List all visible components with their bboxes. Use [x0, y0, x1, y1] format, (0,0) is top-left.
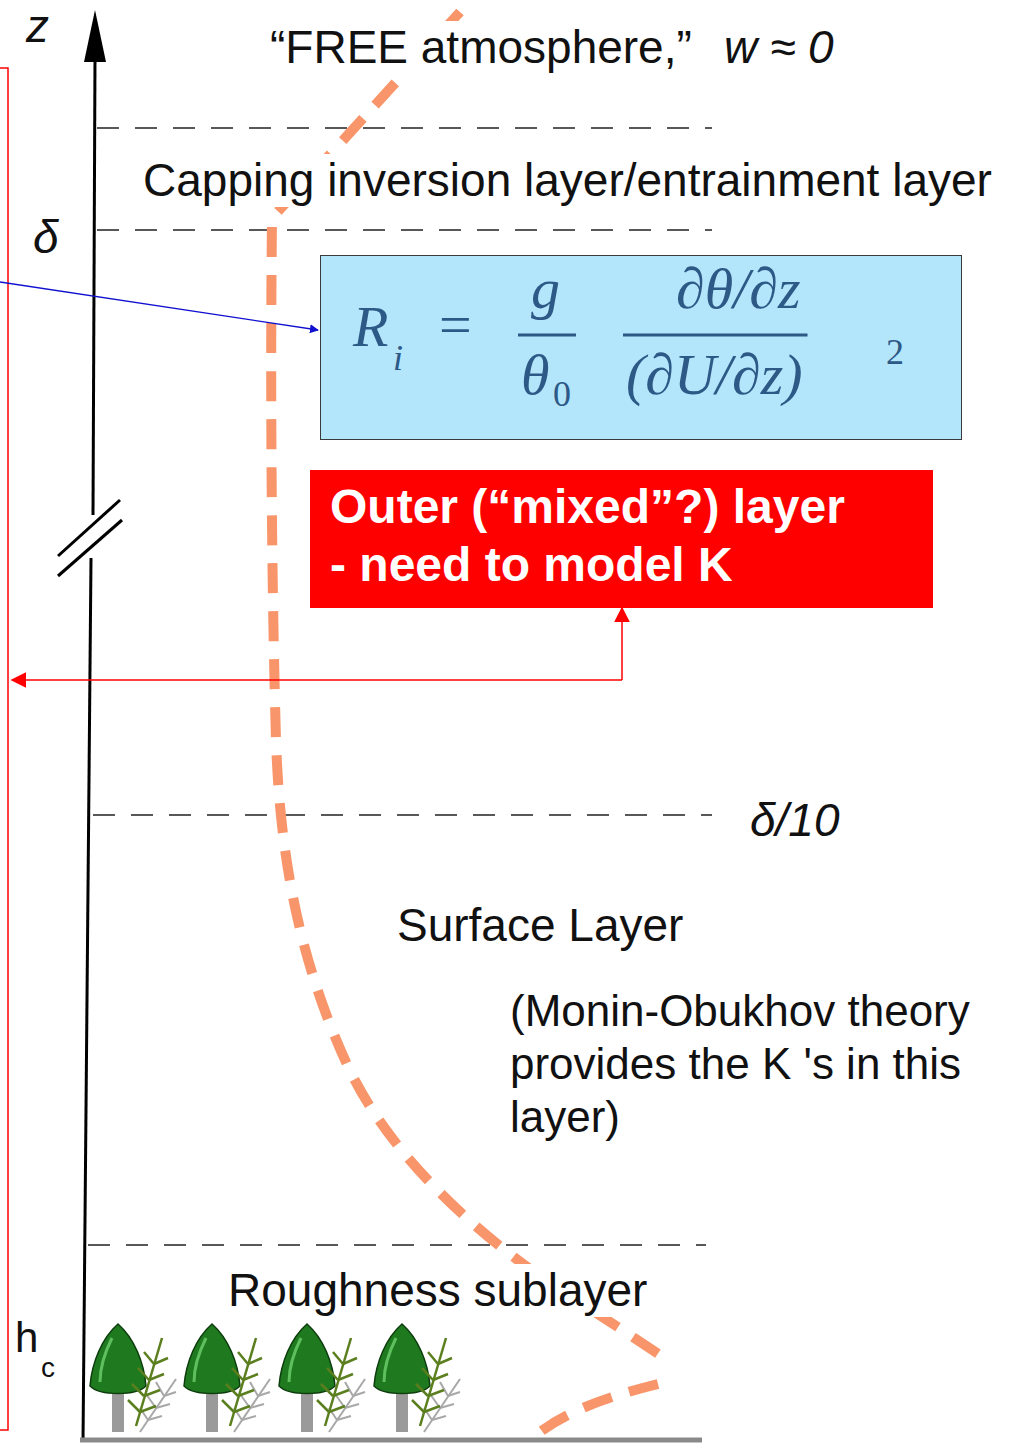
profile-curve	[271, 12, 660, 1442]
ground-line	[80, 1438, 702, 1443]
outer-layer-bracket	[0, 68, 8, 1430]
formula-exponent: 2	[886, 334, 904, 370]
formula-symbol: R	[353, 298, 388, 356]
theory-note: (Monin-Obukhov theory provides the K 's …	[510, 984, 1015, 1143]
layer-name: Roughness sublayer	[228, 1264, 647, 1317]
layer-name: Capping inversion layer/entrainment laye…	[143, 154, 992, 207]
axis-label: z	[26, 0, 49, 53]
formula-operator: =	[439, 296, 472, 354]
formula-denominator: (∂U/∂z)	[626, 346, 803, 404]
fraction-bar	[518, 334, 576, 337]
red-leader-line	[621, 608, 623, 680]
formula-box: Ri = gθ0 ∂θ/∂z (∂U/∂z) 2	[320, 255, 962, 440]
fraction-bar	[623, 334, 808, 337]
canopy-height-subscript: c	[41, 1352, 55, 1384]
height-axis	[58, 58, 122, 1442]
callout-text: Outer (“mixed”?) layer - need to model K	[330, 478, 865, 593]
formula-numerator: ∂θ/∂z	[676, 260, 801, 318]
formula-denominator: θ	[521, 346, 550, 404]
canopy-trees	[90, 1324, 460, 1432]
canopy-height-mark: h	[15, 1314, 38, 1362]
formula-numerator: g	[531, 260, 560, 318]
red-leader-line	[12, 679, 622, 681]
layer-name: “FREE atmosphere,”	[270, 21, 692, 74]
formula-subscript: i	[393, 340, 403, 376]
height-mark: δ	[33, 211, 59, 264]
layer-name: Surface Layer	[397, 899, 683, 952]
velocity-note: w ≈ 0	[724, 21, 834, 74]
height-mark: δ/10	[750, 794, 840, 847]
callout-box: Outer (“mixed”?) layer - need to model K	[310, 470, 933, 608]
blue-leader-line	[0, 282, 318, 330]
axis-arrowhead	[84, 10, 106, 62]
formula-subscript: 0	[553, 376, 571, 412]
